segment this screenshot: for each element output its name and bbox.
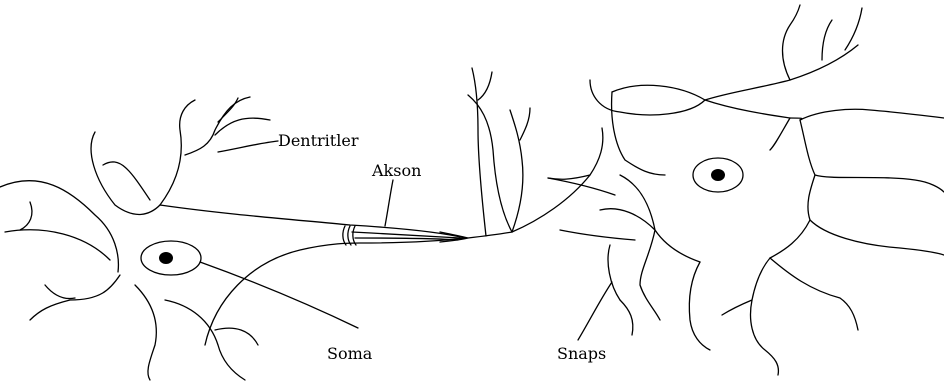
left-neuron-branch [103, 162, 150, 200]
right-neuron-branch [620, 175, 660, 320]
axon-inner-line [355, 238, 458, 240]
myelin-node [353, 226, 356, 245]
myelin-node [348, 226, 351, 245]
left-neuron-branch [215, 118, 270, 135]
left-neuron-branch [165, 300, 245, 380]
right-neuron-branch [751, 258, 779, 375]
right-neuron-branch [548, 178, 615, 195]
right-neuron-branch [608, 245, 620, 300]
soma-label: Soma [327, 344, 373, 363]
right-neuron-branch [612, 45, 858, 100]
left-neuron-branch [215, 328, 258, 345]
synapse-leader-line [578, 282, 612, 340]
left-neuron [0, 97, 468, 380]
left-neuron-branch [20, 202, 32, 230]
left-neuron-branch [45, 285, 75, 299]
dendrites-leader-line [218, 141, 278, 152]
axon-upper-edge [160, 205, 465, 238]
right-neuron-branch [600, 209, 700, 262]
right-neuron [548, 5, 944, 375]
right-neuron-branch [770, 118, 790, 150]
left-neuron-branch [0, 181, 118, 272]
right-neuron-branch [722, 300, 752, 315]
axon-leader-line [385, 180, 393, 226]
axon-lower-edge [205, 238, 465, 345]
dendrite-branch [520, 108, 530, 140]
dendrite-branch [510, 110, 523, 232]
right-neuron-branch [705, 100, 790, 118]
right-neuron-branch [620, 300, 633, 335]
left-neuron-branch [5, 230, 110, 260]
soma-leader-line [200, 262, 358, 328]
right-neuron-branch [783, 5, 801, 80]
left-neuron-branch [91, 132, 160, 214]
soma-nucleus [159, 252, 173, 264]
right-neuron-branch [612, 92, 665, 175]
synapse-label: Snaps [557, 344, 606, 363]
dendrite-branch [468, 95, 512, 232]
right-neuron-branch [790, 118, 802, 120]
myelin-node [343, 226, 346, 245]
right-neuron-branch [822, 20, 832, 60]
right-neuron-branch [560, 230, 635, 240]
left-neuron-branch [160, 100, 195, 205]
dendrite-branch [478, 72, 492, 100]
synapse-region [468, 68, 603, 238]
right-neuron-branch [800, 109, 944, 120]
right-neuron-branch [808, 175, 944, 255]
axon-label: Akson [371, 161, 421, 180]
dendrite-branch [468, 128, 603, 238]
right-neuron-branch [800, 120, 944, 192]
right-soma-nucleus [711, 169, 725, 181]
right-neuron-branch [689, 262, 710, 350]
left-neuron-branch [185, 97, 250, 155]
left-neuron-branch [135, 285, 156, 380]
right-neuron-branch [770, 220, 858, 330]
dendrites-label: Dentritler [278, 131, 359, 150]
right-neuron-branch [845, 8, 862, 50]
